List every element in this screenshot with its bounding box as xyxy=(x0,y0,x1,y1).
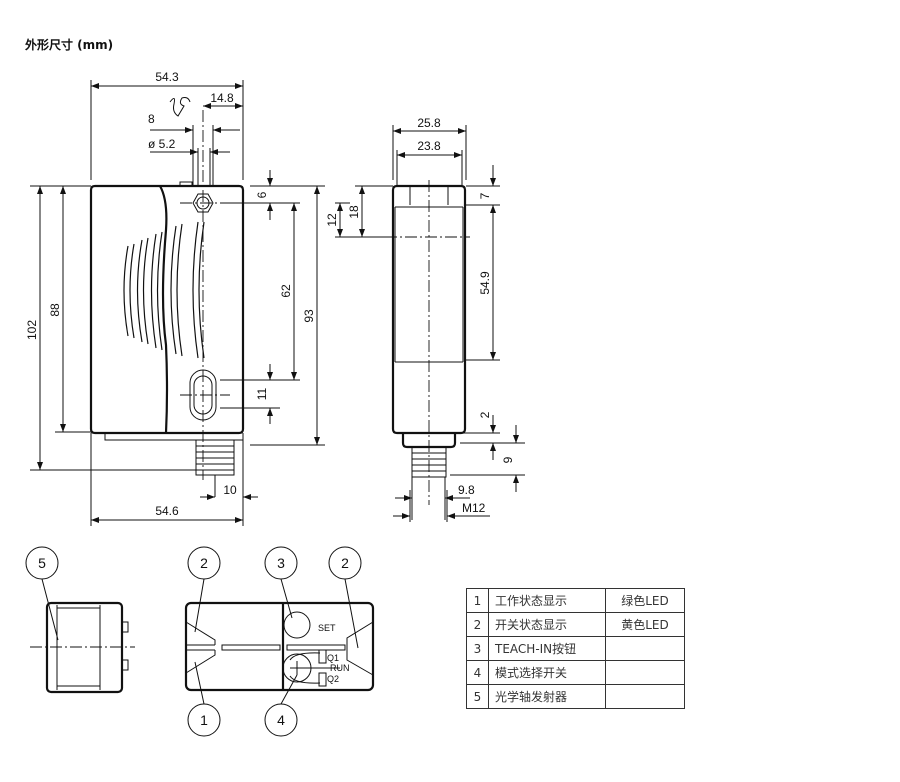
callout-5: 5 xyxy=(38,555,46,571)
dim-7: 7 xyxy=(478,192,492,199)
dim-m12: M12 xyxy=(462,501,486,515)
run-label: RUN xyxy=(330,663,350,673)
legend-num: 1 xyxy=(466,588,489,613)
dim-10: 10 xyxy=(223,483,237,497)
callout-1: 1 xyxy=(200,712,208,728)
legend-desc: TEACH-IN按钮 xyxy=(488,636,606,661)
dim-62: 62 xyxy=(279,284,293,298)
legend-desc: 模式选择开关 xyxy=(488,660,606,685)
wrench-icon xyxy=(169,97,191,117)
q1-label: Q1 xyxy=(327,653,339,663)
side-view: 25.8 23.8 18 12 7 54.9 2 9 9.8 M12 xyxy=(325,116,525,522)
arc-grooves-icon xyxy=(123,221,205,359)
dim-wrench-8: 8 xyxy=(148,112,155,126)
callout-4: 4 xyxy=(277,712,285,728)
emitter-view xyxy=(30,601,135,694)
dim-11: 11 xyxy=(255,387,269,400)
legend-num: 4 xyxy=(466,660,489,685)
dim-102: 102 xyxy=(25,320,39,340)
legend-desc: 光学轴发射器 xyxy=(488,684,606,709)
dim-54-9: 54.9 xyxy=(478,271,492,295)
callout-2: 2 xyxy=(200,555,208,571)
legend-desc: 工作状态显示 xyxy=(488,588,606,613)
dim-12: 12 xyxy=(325,213,339,227)
dim-diameter: ø 5.2 xyxy=(148,137,176,151)
dim-2: 2 xyxy=(478,411,492,418)
set-label: SET xyxy=(318,623,336,633)
dim-88: 88 xyxy=(48,303,62,317)
dim-6: 6 xyxy=(255,191,269,198)
hex-nut-icon xyxy=(192,193,214,213)
callouts: 5 2 3 2 1 4 xyxy=(25,546,362,737)
legend-led xyxy=(605,660,685,685)
legend-led xyxy=(605,684,685,709)
dim-9-8: 9.8 xyxy=(458,483,475,497)
legend-num: 5 xyxy=(466,684,489,709)
dim-93: 93 xyxy=(302,309,316,323)
drawing-title: 外形尺寸 (mm) xyxy=(25,38,114,52)
legend-desc: 开关状态显示 xyxy=(488,612,606,637)
dim-54-3: 54.3 xyxy=(155,70,179,84)
front-view: 54.3 14.8 8 ø 5.2 6 62 11 93 102 88 10 5… xyxy=(25,70,325,526)
dim-23-8: 23.8 xyxy=(417,139,441,153)
dim-18: 18 xyxy=(347,205,361,219)
dim-14-8: 14.8 xyxy=(210,91,234,105)
legend-led: 黄色LED xyxy=(605,612,685,637)
top-panel-view: SET Q1 RUN Q2 xyxy=(184,601,375,692)
legend-led xyxy=(605,636,685,661)
callout-2b: 2 xyxy=(341,555,349,571)
legend-num: 2 xyxy=(466,612,489,637)
callout-3: 3 xyxy=(277,555,285,571)
legend-num: 3 xyxy=(466,636,489,661)
dim-25-8: 25.8 xyxy=(417,116,441,130)
dim-9: 9 xyxy=(501,456,515,463)
legend-led: 绿色LED xyxy=(605,588,685,613)
dim-54-6: 54.6 xyxy=(155,504,179,518)
q2-label: Q2 xyxy=(327,674,339,684)
set-button[interactable] xyxy=(283,611,311,639)
